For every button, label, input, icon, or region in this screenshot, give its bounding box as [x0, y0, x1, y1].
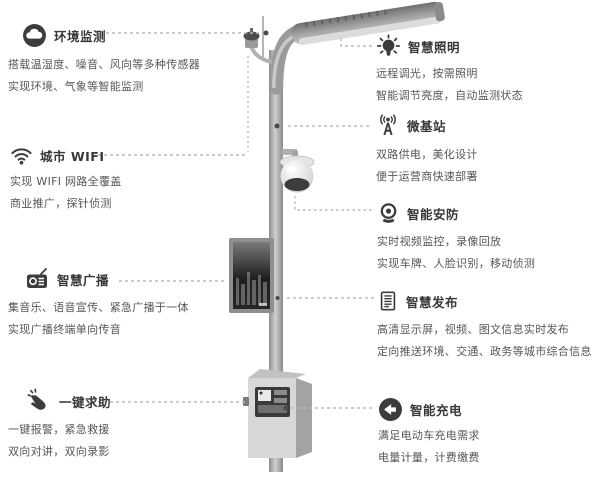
environment-sensor — [243, 28, 273, 64]
antenna-rod — [262, 16, 264, 58]
radio-icon — [24, 267, 50, 291]
lamp-head — [291, 1, 445, 45]
feature-title: 微基站 — [407, 118, 447, 134]
feature-env-monitoring: 环境监测 搭载温湿度、噪音、风向等多种传感器 实现环境、气象等智能监测 — [8, 22, 200, 98]
feature-title: 智能充电 — [410, 402, 463, 418]
feature-description: 满足电动车充电需求 — [378, 429, 480, 442]
feature-title: 智慧照明 — [408, 39, 461, 55]
hand-press-icon — [26, 388, 52, 414]
feature-description: 实现车牌、人脸识别，移动侦测 — [377, 257, 536, 270]
wifi-icon — [10, 144, 33, 167]
feature-smart-lighting: 智慧照明 远程调光，按需照明 智能调节亮度，自动监测状态 — [376, 33, 523, 107]
feature-description: 一键报警，紧急救援 — [8, 423, 110, 436]
feature-description: 电量计量，计费缴费 — [378, 451, 480, 464]
feature-title: 城市 WIFI — [40, 148, 105, 164]
feature-smart-charging: 智能充电 满足电动车充电需求 电量计量，计费缴费 — [378, 396, 480, 469]
display-screen — [229, 238, 274, 313]
feature-description: 定向推送环境、交通、政务等城市综合信息 — [377, 345, 592, 358]
callout-lines — [92, 32, 375, 409]
feature-description: 实现广播终端单向传音 — [8, 323, 121, 336]
feature-description: 双路供电，美化设计 — [376, 148, 478, 161]
feature-description: 远程调光，按需照明 — [376, 67, 478, 80]
antenna-icon — [376, 113, 400, 137]
security-camera-icon — [377, 201, 400, 225]
feature-description: 智能调节亮度，自动监测状态 — [376, 89, 523, 102]
feature-city-wifi: 城市 WIFI 实现 WIFI 网路全覆盖 商业推广，探针侦测 — [10, 142, 122, 215]
feature-title: 智能安防 — [407, 206, 460, 222]
feature-description: 集音乐、语音宣传、紧急广播于一体 — [8, 301, 189, 314]
dome-camera — [279, 149, 315, 193]
feature-micro-base-station: 微基站 双路供电，美化设计 便于运营商快速部署 — [376, 112, 478, 188]
feature-title: 智慧发布 — [406, 294, 459, 310]
feature-description: 双向对讲，双向录影 — [8, 445, 110, 458]
feature-title: 一键求助 — [59, 394, 112, 410]
weather-sensor-icon — [22, 23, 47, 48]
feature-description: 高清显示屏，视频、图文信息实时发布 — [377, 323, 570, 336]
feature-description: 实现环境、气象等智能监测 — [8, 80, 144, 93]
feature-description: 便于运营商快速部署 — [376, 170, 478, 183]
light-bulb-icon — [376, 33, 401, 59]
feature-one-key-help: 一键求助 一键报警，紧急救援 双向对讲，双向录影 — [8, 388, 111, 463]
charging-station — [243, 369, 312, 458]
feature-description: 商业推广，探针侦测 — [10, 197, 112, 210]
feature-smart-broadcast: 智慧广播 集音乐、语音宣传、紧急广播于一体 实现广播终端单向传音 — [8, 266, 189, 341]
connector-dots — [263, 30, 289, 411]
feature-smart-publishing: 智慧发布 高清显示屏，视频、图文信息实时发布 定向推送环境、交通、政务等城市综合… — [377, 288, 592, 363]
feature-description: 实时视频监控，录像回放 — [377, 235, 502, 248]
feature-description: 实现 WIFI 网路全覆盖 — [10, 175, 122, 188]
feature-title: 智慧广播 — [57, 272, 110, 288]
feature-description: 搭载温湿度、噪音、风向等多种传感器 — [8, 58, 201, 71]
document-icon — [377, 289, 399, 313]
feature-title: 环境监测 — [54, 28, 107, 44]
charging-icon — [378, 397, 403, 422]
feature-smart-security: 智能安防 实时视频监控，录像回放 实现车牌、人脸识别，移动侦测 — [377, 200, 535, 275]
